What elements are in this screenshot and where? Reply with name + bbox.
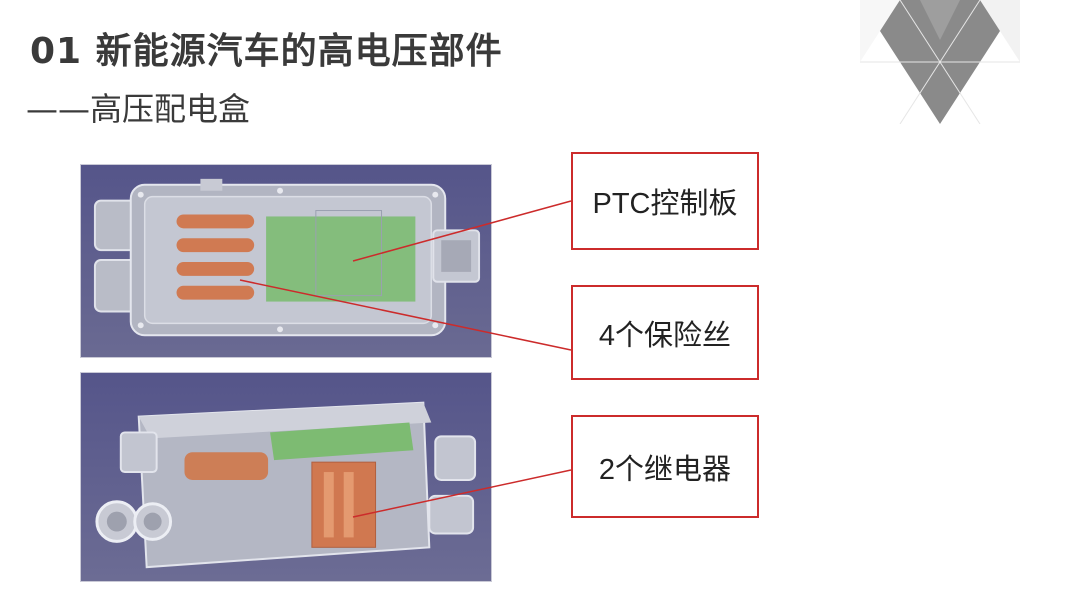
corner-triangle-decoration <box>860 0 1020 124</box>
callout-label: 2个继电器 <box>598 453 732 486</box>
callout-label: 4个保险丝 <box>598 319 732 352</box>
distribution-box-top-view-image <box>80 164 492 358</box>
callout-label: PTC控制板 <box>592 188 738 220</box>
slide-subtitle: ——高压配电盒 <box>26 90 251 128</box>
distribution-box-perspective-image <box>80 372 492 582</box>
callout-fuses: 4个保险丝 <box>571 285 759 380</box>
callout-relays: 2个继电器 <box>571 415 759 518</box>
slide-title: 01 新能源汽车的高电压部件 <box>30 31 503 72</box>
callout-ptc-board: PTC控制板 <box>571 152 759 250</box>
